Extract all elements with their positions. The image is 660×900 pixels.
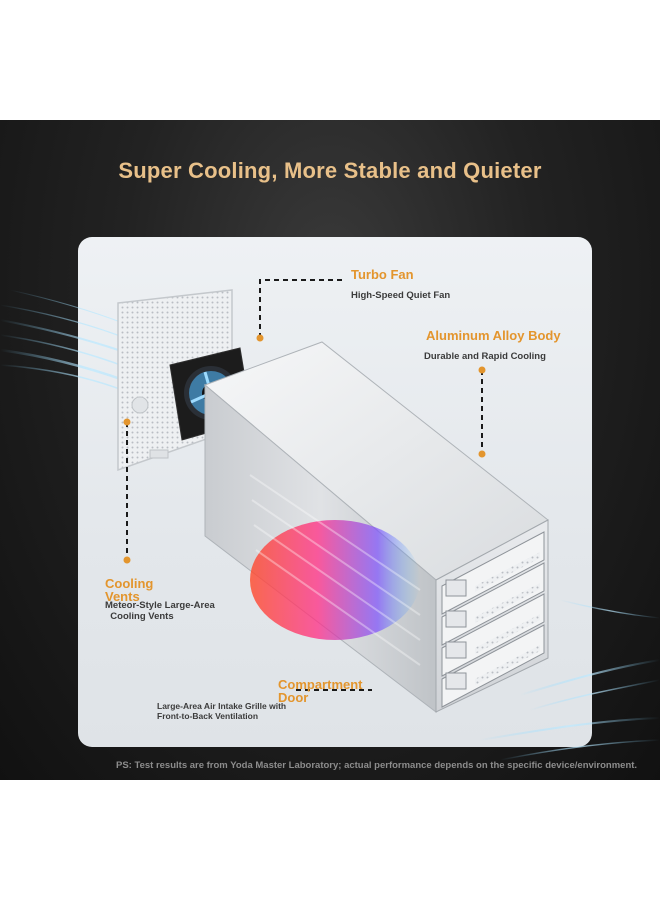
aluminum-body-subtitle: Durable and Rapid Cooling: [424, 351, 546, 362]
cooling-vents-title: Cooling Vents: [105, 576, 154, 604]
aluminum-body-title: Aluminum Alloy Body: [426, 328, 561, 343]
compartment-door-subtitle: Large-Area Air Intake Grille with Front-…: [157, 701, 287, 721]
callout-leaders: [126, 279, 483, 691]
airflow-right-streaks: [479, 599, 660, 761]
drive-bay-icon: [441, 531, 545, 708]
cooling-vents-subtitle: Meteor-Style Large-Area Cooling Vents: [105, 600, 215, 622]
product-banner: Super Cooling, More Stable and Quieter: [0, 120, 660, 780]
turbo-fan-subtitle: High-Speed Quiet Fan: [351, 290, 451, 301]
callout-dots: [123, 334, 486, 564]
drive-enclosure: [204, 341, 549, 714]
turbo-fan-title: Turbo Fan: [351, 267, 414, 282]
performance-footnote: PS: Test results are from Yoda Master La…: [116, 760, 638, 771]
compartment-door-title: Compartment Door: [278, 677, 363, 705]
enclosure-illustration: [0, 279, 660, 761]
banner-headline: Super Cooling, More Stable and Quieter: [118, 158, 542, 183]
